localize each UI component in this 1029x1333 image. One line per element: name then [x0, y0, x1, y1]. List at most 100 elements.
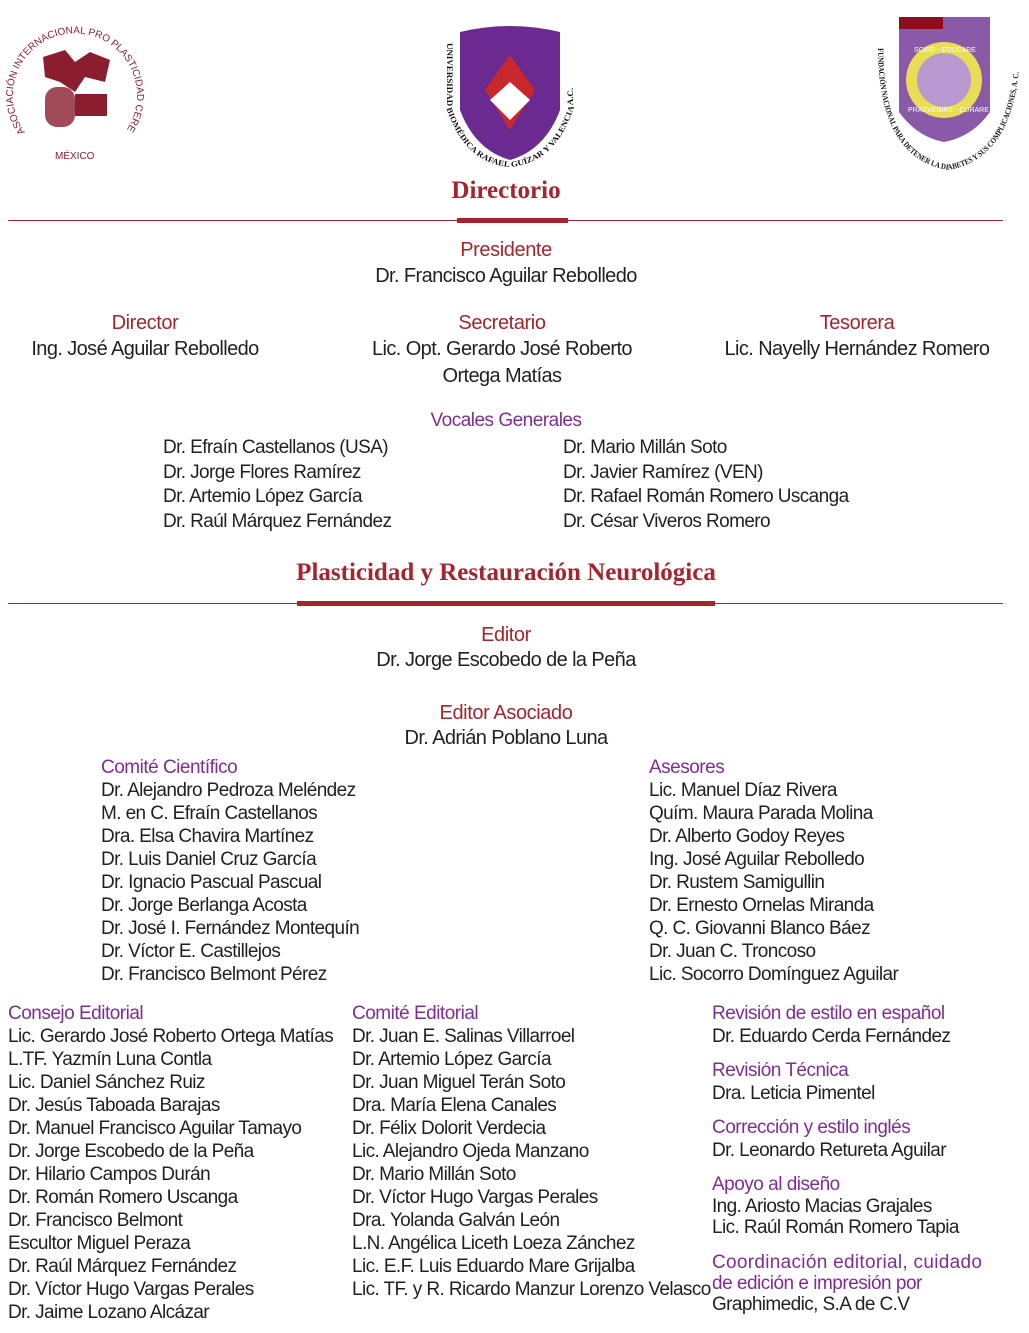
- comite-editorial-member: Dr. Juan E. Salinas Villarroel: [352, 1026, 575, 1047]
- correccion-ingles-section: Corrección y estilo inglés Dr. Leonardo …: [712, 1117, 947, 1162]
- divider-accent: [457, 218, 568, 223]
- consejo-editorial-member: Dr. Jorge Escobedo de la Peña: [8, 1141, 254, 1162]
- comite-cientifico-member: Dr. Luis Daniel Cruz García: [101, 849, 317, 870]
- comite-editorial-member: Lic. Alejandro Ojeda Manzano: [352, 1141, 589, 1162]
- tesorera-name: Lic. Nayelly Hernández Romero: [724, 338, 991, 360]
- asesor-member: Ing. José Aguilar Rebolledo: [649, 849, 865, 870]
- director-role: Director: [111, 312, 179, 334]
- comite-cientifico-member: Dra. Elsa Chavira Martínez: [101, 826, 314, 847]
- vocal-item: Dr. Efraín Castellanos (USA): [163, 437, 389, 458]
- asociacion-logo-mexico: MÉXICO: [55, 149, 95, 162]
- editor-name: Dr. Jorge Escobedo de la Peña: [376, 649, 636, 671]
- presidente-role: Presidente: [460, 239, 552, 261]
- comite-editorial-section: Comité Editorial Dr. Juan E. Salinas Vil…: [352, 1003, 711, 1301]
- coordinacion-title-line1: Coordinación editorial, cuidado: [712, 1252, 983, 1273]
- secretario-name-line2: Ortega Matías: [442, 365, 563, 387]
- comite-editorial-member: Lic. TF. y R. Ricardo Manzur Lorenzo Vel…: [352, 1279, 711, 1300]
- consejo-editorial-member: Lic. Gerardo José Roberto Ortega Matías: [8, 1026, 334, 1047]
- comite-editorial-member: Dra. Yolanda Galván León: [352, 1210, 560, 1231]
- presidente-name: Dr. Francisco Aguilar Rebolledo: [375, 265, 637, 287]
- consejo-editorial-member: Dr. Jesús Taboada Barajas: [8, 1095, 220, 1116]
- comite-cientifico-member: Dr. José I. Fernández Montequín: [101, 918, 360, 939]
- directorio-title: Directorio: [451, 177, 561, 204]
- comite-cientifico-member: M. en C. Efraín Castellanos: [101, 803, 318, 824]
- consejo-editorial-member: Dr. Jaime Lozano Alcázar: [8, 1302, 210, 1323]
- consejo-editorial-member: L.TF. Yazmín Luna Contla: [8, 1049, 212, 1070]
- consejo-editorial-title: Consejo Editorial: [8, 1003, 144, 1024]
- comite-cientifico-member: Dr. Víctor E. Castillejos: [101, 941, 281, 962]
- comite-cientifico-title: Comité Científico: [101, 757, 238, 778]
- asesor-member: Lic. Socorro Domínguez Aguilar: [649, 964, 899, 985]
- comite-cientifico-member: Dr. Ignacio Pascual Pascual: [101, 872, 322, 893]
- asesor-member: Dr. Juan C. Troncoso: [649, 941, 816, 962]
- editor-asociado-role: Editor Asociado: [439, 702, 573, 724]
- vocal-item: Dr. Jorge Flores Ramírez: [163, 461, 361, 483]
- secretario-role: Secretario: [458, 312, 546, 334]
- apoyo-diseno-title: Apoyo al diseño: [712, 1174, 840, 1195]
- revision-espanol-name: Dr. Eduardo Cerda Fernández: [712, 1026, 951, 1047]
- comite-editorial-member: Dr. Mario Millán Soto: [352, 1164, 516, 1185]
- revision-tecnica-name: Dra. Leticia Pimentel: [712, 1083, 875, 1104]
- apoyo-diseno-name: Lic. Raúl Román Romero Tapia: [712, 1217, 959, 1238]
- consejo-editorial-member: Dr. Manuel Francisco Aguilar Tamayo: [8, 1118, 302, 1139]
- comite-editorial-member: Dr. Juan Miguel Terán Soto: [352, 1072, 566, 1093]
- consejo-editorial-member: Dr. Francisco Belmont: [8, 1210, 183, 1231]
- asociacion-logo: ASOCIACIÓN INTERNACIONAL PRO PLASTICIDAD…: [5, 12, 145, 162]
- apoyo-diseno-section: Apoyo al diseño Ing. Ariosto Macias Graj…: [712, 1174, 959, 1238]
- asesor-member: Dr. Rustem Samigullin: [649, 872, 825, 893]
- comite-cientifico-member: Dr. Alejandro Pedroza Meléndez: [101, 780, 356, 801]
- secretario-name-line1: Lic. Opt. Gerardo José Roberto: [372, 338, 633, 360]
- consejo-editorial-member: Escultor Miguel Peraza: [8, 1233, 191, 1254]
- consejo-editorial-section: Consejo Editorial Lic. Gerardo José Robe…: [8, 1003, 334, 1324]
- consejo-editorial-member: Dr. Román Romero Uscanga: [8, 1187, 238, 1208]
- comite-editorial-member: Lic. E.F. Luis Eduardo Mare Grijalba: [352, 1256, 635, 1277]
- correccion-ingles-title: Corrección y estilo inglés: [712, 1117, 911, 1138]
- vocal-item: Dr. César Viveros Romero: [563, 510, 771, 532]
- editor-asociado-name: Dr. Adrián Poblano Luna: [404, 727, 608, 749]
- director-name: Ing. José Aguilar Rebolledo: [31, 338, 259, 360]
- revision-tecnica-title: Revisión Técnica: [712, 1060, 849, 1081]
- comite-editorial-member: Dr. Víctor Hugo Vargas Perales: [352, 1187, 598, 1208]
- coordinacion-section: Coordinación editorial, cuidado de edici…: [712, 1252, 982, 1315]
- vocal-item: Dr. Javier Ramírez (VEN): [563, 461, 764, 483]
- fundacion-motto-top: SCIRE - EDUCARE: [914, 47, 976, 54]
- revision-espanol-title: Revisión de estilo en español: [712, 1003, 945, 1024]
- comite-cientifico-section: Comité Científico Dr. Alejandro Pedroza …: [101, 757, 360, 986]
- divider-accent: [297, 601, 715, 606]
- comite-editorial-member: Dr. Félix Dolorit Verdecia: [352, 1118, 546, 1139]
- apoyo-diseno-name: Ing. Ariosto Macias Grajales: [712, 1196, 932, 1217]
- correccion-ingles-name: Dr. Leonardo Retureta Aguilar: [712, 1140, 947, 1161]
- asesor-member: Dr. Alberto Godoy Reyes: [649, 826, 845, 847]
- comite-editorial-member: L.N. Angélica Liceth Loeza Zánchez: [352, 1233, 635, 1254]
- editor-role: Editor: [481, 624, 531, 646]
- asesor-member: Dr. Ernesto Ornelas Miranda: [649, 895, 874, 916]
- revista-title: Plasticidad y Restauración Neurológica: [296, 559, 716, 586]
- fundacion-motto-bottom: PRAEVENIRE - CURARE: [908, 107, 989, 114]
- vocales-title: Vocales Generales: [430, 410, 583, 431]
- tesorera-role: Tesorera: [819, 312, 895, 334]
- asesor-member: Lic. Manuel Díaz Rivera: [649, 780, 837, 801]
- vocal-item: Dr. Raúl Márquez Fernández: [163, 510, 392, 532]
- consejo-editorial-member: Dr. Raúl Márquez Fernández: [8, 1256, 237, 1277]
- asesor-member: Q. C. Giovanni Blanco Báez: [649, 918, 871, 939]
- consejo-editorial-member: Lic. Daniel Sánchez Ruiz: [8, 1072, 205, 1093]
- asesor-member: Quím. Maura Parada Molina: [649, 803, 873, 824]
- comite-cientifico-member: Dr. Francisco Belmont Pérez: [101, 964, 327, 985]
- vocal-item: Dr. Mario Millán Soto: [563, 437, 727, 458]
- revision-espanol-section: Revisión de estilo en español Dr. Eduard…: [712, 1003, 951, 1048]
- revision-tecnica-section: Revisión Técnica Dra. Leticia Pimentel: [712, 1060, 875, 1105]
- comite-editorial-member: Dra. María Elena Canales: [352, 1095, 557, 1116]
- comite-editorial-title: Comité Editorial: [352, 1003, 479, 1024]
- consejo-editorial-member: Dr. Hilario Campos Durán: [8, 1164, 211, 1185]
- universidad-logo: UNIVERSIDAD BIOMÉDICA RAFAEL GUÍZAR Y VA…: [445, 26, 576, 169]
- coordinacion-title-line2: de edición e impresión por: [712, 1273, 922, 1294]
- comite-editorial-member: Dr. Artemio López García: [352, 1049, 552, 1070]
- consejo-editorial-member: Dr. Víctor Hugo Vargas Perales: [8, 1279, 254, 1300]
- comite-cientifico-member: Dr. Jorge Berlanga Acosta: [101, 895, 307, 916]
- vocal-item: Dr. Rafael Román Romero Uscanga: [563, 486, 849, 507]
- fundacion-logo: SCIRE - EDUCARE PRAEVENIRE - CURARE FUND…: [876, 17, 1021, 172]
- coordinacion-name: Graphimedic, S.A de C.V: [712, 1294, 910, 1315]
- asesores-title: Asesores: [649, 757, 725, 778]
